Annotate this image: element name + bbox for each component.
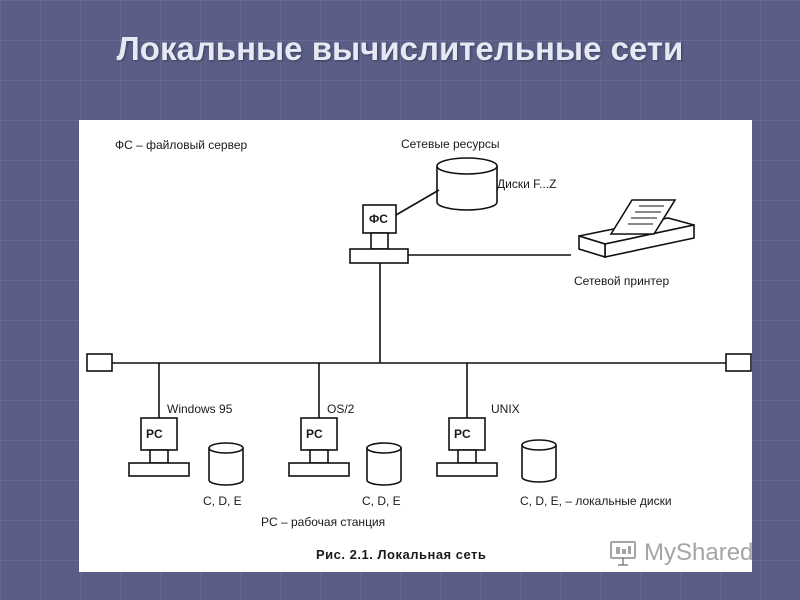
network-disk-cylinder bbox=[436, 157, 498, 211]
workstation-2 bbox=[288, 417, 350, 477]
file-server bbox=[349, 204, 409, 264]
network-printer bbox=[578, 199, 695, 259]
network-printer-label: Сетевой принтер bbox=[574, 274, 670, 288]
workstation-3 bbox=[436, 417, 498, 477]
ws1-os-label: Windows 95 bbox=[167, 402, 233, 416]
slide-title: Локальные вычислительные сети bbox=[116, 30, 684, 67]
file-server-label: ФС bbox=[369, 212, 388, 226]
network-disks-label: Диски F...Z bbox=[497, 177, 557, 191]
ws2-disk-cylinder bbox=[366, 442, 402, 486]
ws1-disk-cylinder bbox=[208, 442, 244, 486]
ws3-disks-label: C, D, E, – локальные диски bbox=[520, 494, 672, 508]
ws2-disks-label: C, D, E bbox=[362, 494, 401, 508]
ws3-pc-label: PC bbox=[454, 427, 471, 441]
ws2-pc-label: PC bbox=[306, 427, 323, 441]
ws3-disk-cylinder bbox=[521, 439, 557, 483]
bus-terminator-left bbox=[86, 353, 113, 372]
ws1-pc-label: PC bbox=[146, 427, 163, 441]
ws3-os-label: UNIX bbox=[491, 402, 520, 416]
ws1-disks-label: C, D, E bbox=[203, 494, 242, 508]
watermark: MyShared bbox=[608, 536, 753, 570]
ws2-os-label: OS/2 bbox=[327, 402, 355, 416]
diagram-drawing bbox=[86, 157, 752, 486]
legend-file-server: ФС – файловый сервер bbox=[115, 138, 248, 152]
figure-caption: Рис. 2.1. Локальная сеть bbox=[316, 547, 487, 562]
watermark-text: MyShared bbox=[644, 539, 754, 566]
server-disk-link bbox=[395, 189, 440, 216]
workstation-1 bbox=[128, 417, 190, 477]
bus-terminator-right bbox=[725, 353, 752, 372]
legend-workstation: PC – рабочая станция bbox=[261, 515, 386, 529]
presentation-board-icon bbox=[610, 541, 636, 566]
lan-diagram: ФС – файловый сервер Сетевые ресурсы Дис… bbox=[79, 120, 752, 572]
network-resources-label: Сетевые ресурсы bbox=[401, 137, 500, 151]
